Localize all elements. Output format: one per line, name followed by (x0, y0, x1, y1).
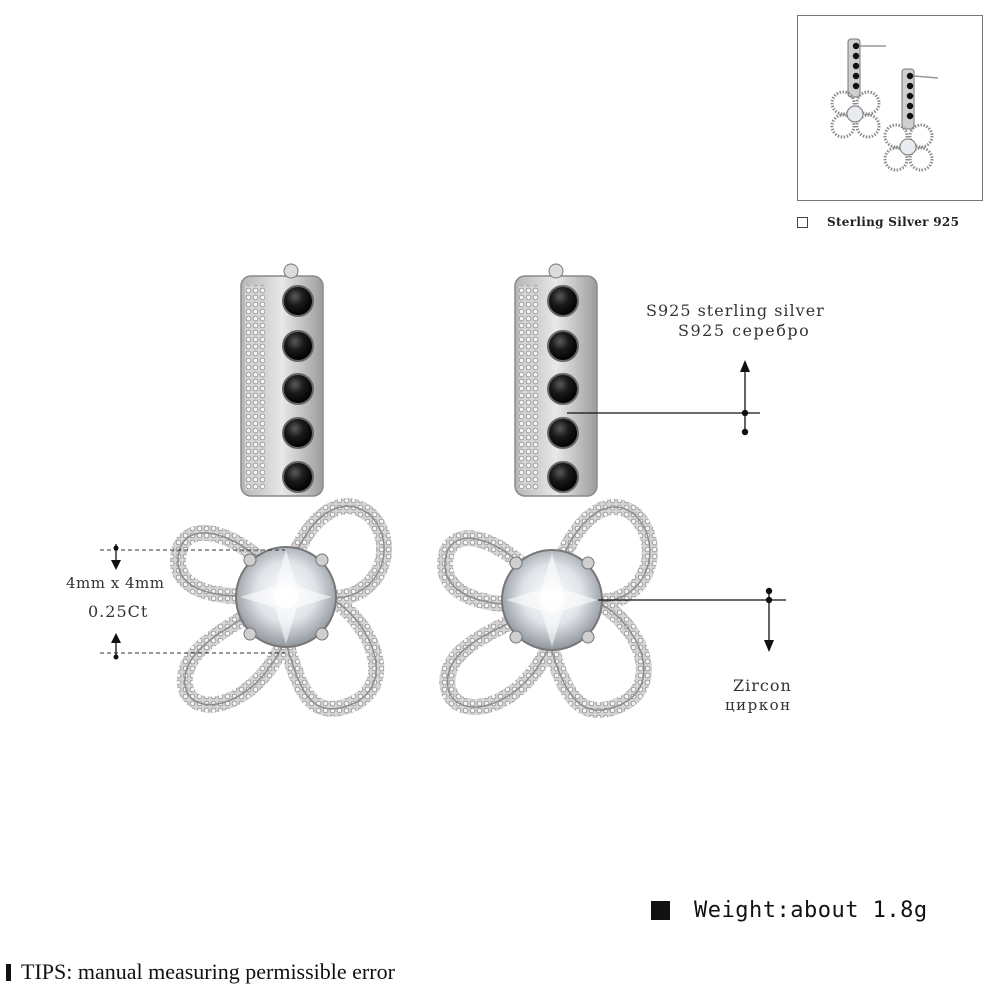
stone-carat-label: 0.25Ct (88, 602, 149, 621)
tips-row: TIPS: manual measuring permissible error (6, 957, 395, 987)
zircon-callout (598, 587, 786, 652)
square-bullet-icon (651, 900, 670, 920)
zircon-stone-left (235, 546, 337, 648)
material-checkbox[interactable] (797, 216, 808, 228)
weight-text: Weight:about 1.8g (694, 897, 928, 923)
thumbnail-earrings (830, 38, 939, 172)
weight-row: Weight:about 1.8g (651, 895, 928, 925)
right-earring (436, 263, 658, 718)
black-stones-left (282, 263, 314, 493)
left-earring (170, 263, 393, 717)
material-label-ru: S925 серебро (678, 321, 811, 340)
stone-label-en: Zircon (733, 676, 792, 695)
zircon-stone-right (501, 549, 603, 651)
stone-size-label: 4mm x 4mm (66, 574, 165, 592)
material-label-en: S925 sterling silver (646, 301, 825, 320)
tips-text: TIPS: manual measuring permissible error (21, 959, 395, 984)
silver-callout (567, 360, 760, 436)
stone-label-ru: циркон (725, 696, 792, 714)
black-stones-right (547, 263, 579, 493)
thumbnail-caption: Sterling Silver 925 (827, 215, 960, 229)
thumbnail-image (797, 15, 983, 201)
size-callout (100, 544, 285, 660)
bar-bullet-icon (6, 963, 11, 981)
clover-frame-right (436, 499, 658, 718)
thumbnail-caption-row: Sterling Silver 925 (797, 212, 997, 232)
